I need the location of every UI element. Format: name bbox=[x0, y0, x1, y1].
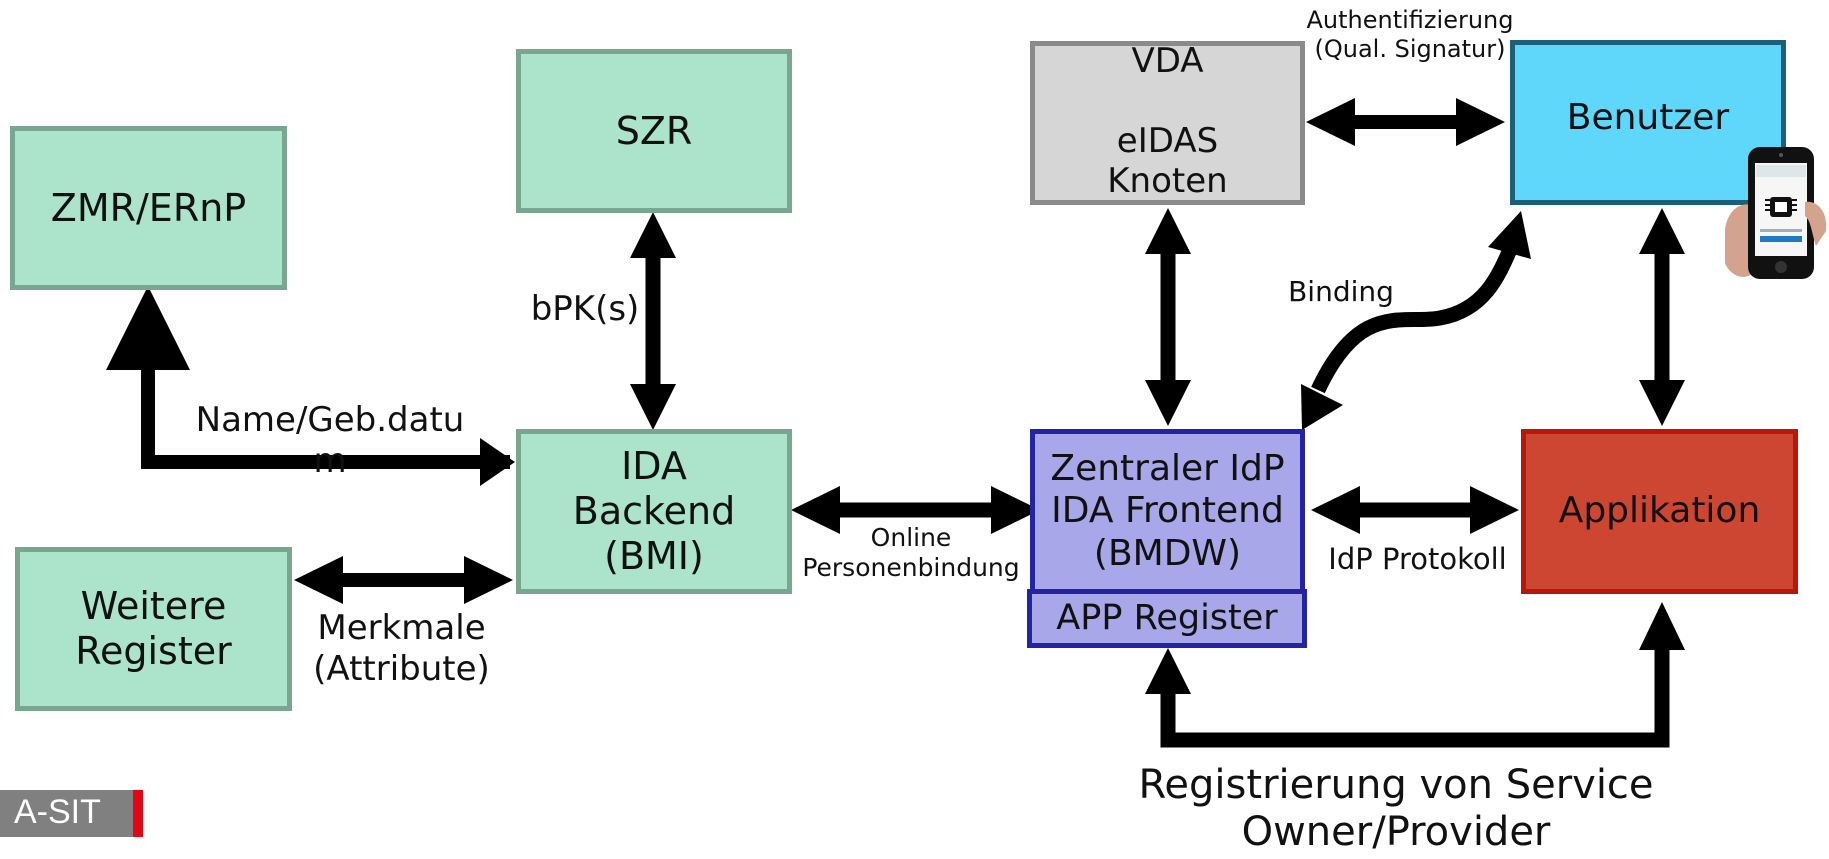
benutzer-box: Benutzer bbox=[1510, 40, 1786, 205]
arrow-binding-curve bbox=[1311, 242, 1519, 394]
a-sit-logo-red-bar bbox=[133, 790, 143, 837]
authentifizierung-label: Authentifizierung (Qual. Signatur) bbox=[1306, 6, 1514, 63]
a-sit-logo-text: A-SIT bbox=[14, 793, 101, 831]
arrowhead-benutzer-left bbox=[1456, 98, 1505, 146]
zmr-ernp-label: ZMR/ERnP bbox=[50, 185, 247, 230]
arrowhead-app-top bbox=[1639, 380, 1685, 426]
a-sit-logo-background bbox=[0, 790, 133, 837]
screen-button-icon bbox=[1760, 236, 1802, 242]
binding-label: Binding bbox=[1288, 275, 1394, 308]
ida-backend-box: IDA Backend (BMI) bbox=[516, 429, 792, 594]
arrowhead-weitere-left bbox=[294, 556, 343, 604]
arrowhead-szr bbox=[630, 212, 676, 258]
arrowhead-application-bottom bbox=[1639, 602, 1685, 650]
a-sit-logo: A-SIT bbox=[0, 790, 143, 837]
zentraler-idp-box: Zentraler IdP IDA Frontend (BMDW) bbox=[1030, 429, 1305, 594]
arrowhead-idp-left bbox=[991, 486, 1040, 534]
arrowhead-app-left bbox=[1470, 486, 1519, 534]
arrow-ida-to-zmr bbox=[106, 286, 510, 469]
arrow-ida-input-head bbox=[480, 438, 515, 486]
online-personenbindung-label: Online Personenbindung bbox=[802, 523, 1020, 582]
arrowhead-weitere-right bbox=[464, 556, 513, 604]
idp-protokoll-label: IdP Protokoll bbox=[1328, 542, 1507, 576]
registrierung-label: Registrierung von Service Owner/Provider bbox=[1138, 762, 1654, 856]
phone-home-button-icon bbox=[1775, 261, 1787, 273]
arrowhead-benutzer-bottom bbox=[1639, 208, 1685, 254]
vda-eidas-box: VDA eIDAS Knoten bbox=[1030, 41, 1305, 205]
ida-backend-label: IDA Backend (BMI) bbox=[572, 444, 736, 578]
arrowhead-backend bbox=[791, 486, 840, 534]
arrowhead-vda-bottom bbox=[1145, 208, 1191, 254]
arrow-registration bbox=[1160, 640, 1670, 748]
name-gebdatum-label: Name/Geb.datu m bbox=[195, 400, 465, 481]
app-register-label: APP Register bbox=[1056, 597, 1278, 638]
szr-box: SZR bbox=[516, 49, 792, 213]
zentraler-idp-label: Zentraler IdP IDA Frontend (BMDW) bbox=[1050, 447, 1285, 574]
smartphone-header-icon bbox=[1756, 165, 1806, 177]
app-register-box: APP Register bbox=[1027, 589, 1307, 648]
vda-eidas-label: VDA eIDAS Knoten bbox=[1107, 41, 1228, 202]
arrowhead-ida-top bbox=[630, 384, 676, 430]
weitere-register-box: Weitere Register bbox=[15, 547, 292, 711]
phone-camera-icon bbox=[1779, 153, 1783, 157]
merkmale-label: Merkmale (Attribute) bbox=[313, 608, 490, 689]
thumb-icon bbox=[1805, 201, 1827, 246]
arrowhead-idp-top bbox=[1145, 380, 1191, 426]
arrowhead-idp-right bbox=[1311, 486, 1360, 534]
szr-label: SZR bbox=[615, 108, 693, 153]
benutzer-label: Benutzer bbox=[1566, 97, 1730, 139]
chip-pin-icon bbox=[1765, 199, 1797, 211]
smartphone-icon bbox=[1725, 147, 1827, 279]
screen-line-icon bbox=[1760, 229, 1802, 232]
bpk-label: bPK(s) bbox=[530, 289, 640, 329]
applikation-box: Applikation bbox=[1521, 429, 1798, 594]
chip-core-icon bbox=[1775, 202, 1787, 212]
arrowhead-binding-top bbox=[1488, 211, 1531, 259]
arrowhead-register bbox=[1145, 648, 1191, 694]
arrowhead-vda bbox=[1306, 98, 1355, 146]
zmr-ernp-box: ZMR/ERnP bbox=[10, 126, 287, 290]
arrowhead-binding-bottom bbox=[1301, 384, 1343, 430]
weitere-register-label: Weitere Register bbox=[75, 584, 232, 673]
applikation-label: Applikation bbox=[1558, 490, 1761, 532]
